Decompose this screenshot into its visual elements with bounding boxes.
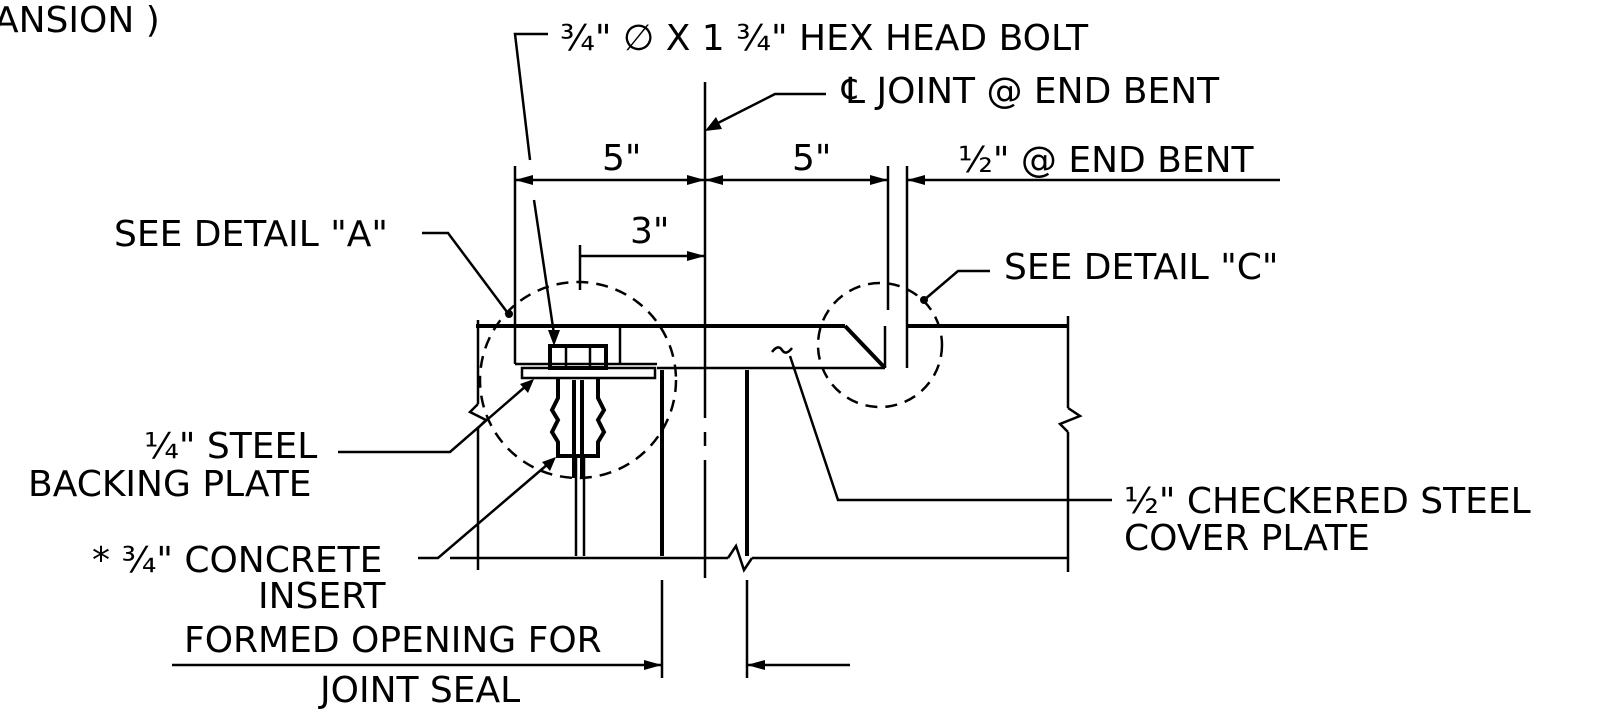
hex-head-bolt-label: ¾" ∅ X 1 ¾" HEX HEAD BOLT [560,18,1089,59]
half-inch-at-end-bent-label: ½" @ END BENT [958,140,1255,181]
checkered-steel-cover-plate [513,324,887,370]
right-deck-section [752,316,1083,572]
cover-plate-label-line2: COVER PLATE [1124,518,1370,559]
joint-seal-opening-walls [660,370,749,556]
concrete-insert-label-line2: INSERT [258,576,387,617]
expansion-title-fragment: ANSION ) [0,0,160,41]
hex-head-bolt-leader [513,32,560,346]
left-deck-section [450,320,754,573]
see-detail-a-leader [422,231,513,318]
formed-opening-label-line2: JOINT SEAL [318,670,520,711]
centerline-joint-leader [705,92,826,131]
cover-plate-leader [771,346,1112,502]
dimension-3in: 3" [630,211,669,252]
backing-plate-leader [338,379,534,454]
detail-a-circle [478,280,678,480]
concrete-insert-label-line1: * ¾" CONCRETE [92,540,382,581]
dimension-5in-left: 5" [602,138,641,179]
dimension-lines [172,166,1280,678]
centerline-joint-label: ℄ JOINT @ END BENT [841,71,1220,112]
hex-bolt-and-concrete-insert [548,344,608,556]
see-detail-a-label: SEE DETAIL "A" [114,214,388,255]
backing-plate-label-line2: BACKING PLATE [28,464,311,505]
see-detail-c-leader [920,269,990,304]
backing-plate-label-line1: ¼" STEEL [144,426,317,467]
cover-plate-label-line1: ½" CHECKERED STEEL [1124,481,1531,522]
detail-c-circle [816,281,944,409]
dimension-5in-right: 5" [792,138,831,179]
formed-opening-label-line1: FORMED OPENING FOR [184,620,602,661]
see-detail-c-label: SEE DETAIL "C" [1004,247,1278,288]
concrete-insert-leader [418,457,556,560]
